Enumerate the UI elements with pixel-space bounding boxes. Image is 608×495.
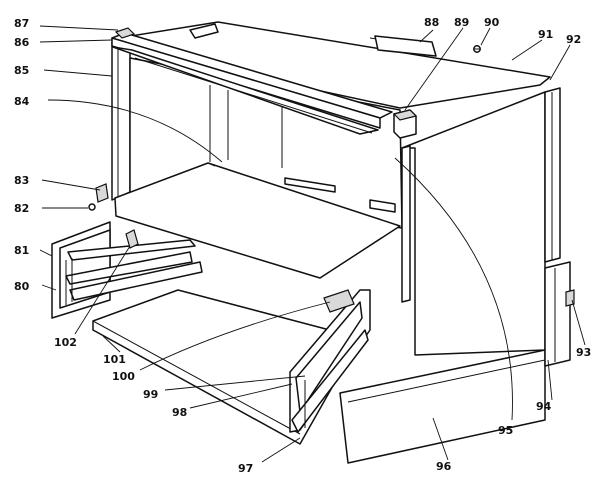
callout-92: 92 — [566, 33, 581, 46]
callout-99: 99 — [143, 388, 158, 401]
callout-82: 82 — [14, 202, 29, 215]
callout-labels: 87 86 85 84 83 82 81 80 102 101 100 99 9… — [14, 16, 591, 475]
callout-96: 96 — [436, 460, 452, 473]
callout-93: 93 — [576, 346, 591, 359]
callout-98: 98 — [172, 406, 187, 419]
bracket-clip — [392, 109, 418, 139]
callout-95: 95 — [498, 424, 513, 437]
front-top-rail — [111, 27, 393, 135]
callout-89: 89 — [454, 16, 469, 29]
callout-97: 97 — [238, 462, 253, 475]
callout-83: 83 — [14, 174, 29, 187]
callout-81: 81 — [14, 244, 29, 257]
callout-80: 80 — [14, 280, 30, 293]
right-side-panel — [339, 91, 546, 464]
callout-88: 88 — [424, 16, 439, 29]
hinge-bracket — [88, 183, 109, 211]
shelf-plate — [114, 162, 401, 279]
callout-94: 94 — [536, 400, 552, 413]
callout-102: 102 — [54, 336, 77, 349]
callout-100: 100 — [112, 370, 135, 383]
right-frame — [289, 289, 371, 433]
callout-87: 87 — [14, 17, 29, 30]
left-side-panel — [111, 35, 131, 201]
callout-86: 86 — [14, 36, 30, 49]
left-frame — [51, 221, 203, 319]
screw — [473, 45, 481, 53]
callout-91: 91 — [538, 28, 553, 41]
callout-90: 90 — [484, 16, 500, 29]
callout-84: 84 — [14, 95, 30, 108]
small-bracket — [125, 229, 139, 249]
callout-85: 85 — [14, 64, 29, 77]
right-rail-upper — [544, 87, 561, 263]
callout-101: 101 — [103, 353, 126, 366]
leader-lines — [39, 25, 586, 463]
right-rail-lower — [544, 261, 575, 367]
